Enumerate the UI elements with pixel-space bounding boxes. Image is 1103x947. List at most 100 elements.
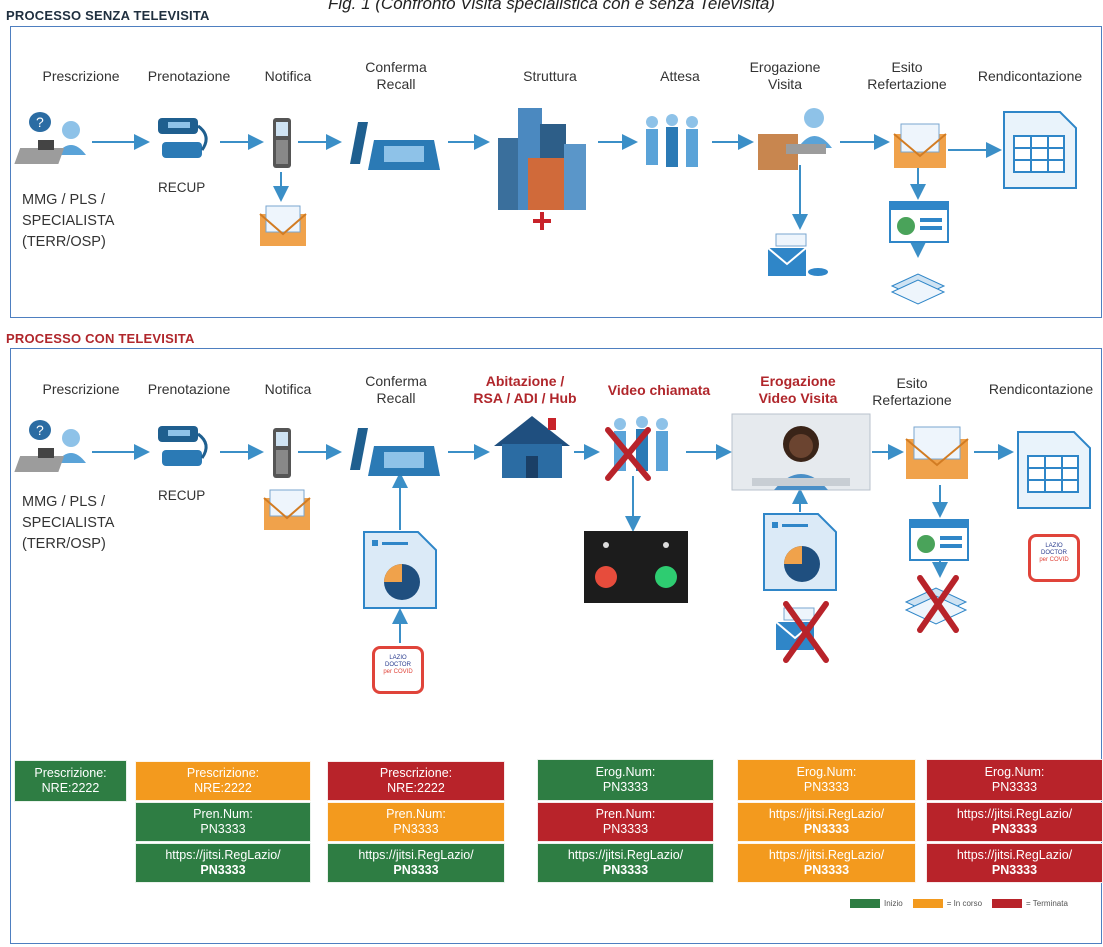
logo-line: DOCTOR — [385, 662, 411, 668]
section-title-with: PROCESSO CON TELEVISITA — [6, 331, 195, 346]
mmg-line: MMG / PLS / — [22, 494, 105, 510]
step-label: Erogazione Visita — [749, 59, 821, 92]
desk-phone-icon — [350, 122, 440, 170]
status-line: https://jitsi.RegLazio/ — [768, 807, 885, 821]
status-line: PN3333 — [200, 863, 246, 877]
svg-text:?: ? — [36, 422, 44, 438]
step-label: Conferma Recall — [365, 59, 427, 92]
logo-line: DOCTOR — [1041, 550, 1067, 556]
status-box: Erog.Num: PN3333 — [537, 759, 714, 801]
step-label: Attesa — [660, 68, 700, 84]
doctor-visit-icon — [758, 108, 832, 170]
status-line: PN3333 — [393, 822, 439, 836]
status-line: PN3333 — [803, 822, 850, 836]
status-line: PN3333 — [393, 863, 439, 877]
frame-without — [10, 26, 1102, 318]
status-line: Erog.Num: — [595, 765, 656, 779]
status-box: https://jitsi.RegLazio/ PN3333 — [327, 843, 505, 883]
status-line: https://jitsi.RegLazio/ — [358, 848, 474, 862]
status-line: https://jitsi.RegLazio/ — [956, 848, 1073, 862]
status-line: PN3333 — [200, 822, 246, 836]
step-label: Erogazione Video Visita — [758, 373, 838, 406]
envelope-icon — [905, 426, 969, 479]
buildings-icon — [498, 108, 586, 230]
recup-label: RECUP — [158, 488, 206, 503]
mmg-line: SPECIALISTA — [22, 213, 115, 229]
lazio-doctor-logo: LAZIO DOCTOR per COVID — [372, 646, 424, 694]
mail-form-icon — [767, 233, 828, 276]
legend-swatch — [992, 899, 1023, 908]
report-document-icon — [763, 513, 837, 591]
legend-label: = In corso — [946, 899, 983, 908]
status-line: Pren.Num: — [386, 807, 446, 821]
status-line: PN3333 — [803, 863, 850, 877]
video-call-screen-icon — [584, 531, 688, 603]
step-label: Prenotazione — [147, 381, 231, 397]
step-label: Video chiamata — [607, 382, 711, 398]
status-line: PN3333 — [991, 822, 1038, 836]
figure-caption: Fig. 1 (Confronto Visita specialistica c… — [328, 0, 775, 13]
video-call-cancelled-icon — [605, 416, 668, 481]
step-label: Struttura — [523, 68, 577, 84]
svg-text:?: ? — [36, 114, 44, 130]
step-label: Abitazione / RSA / ADI / Hub — [473, 373, 577, 406]
logo-line: LAZIO — [1045, 543, 1063, 549]
status-line: Prescrizione: — [379, 766, 453, 780]
status-line: NRE:2222 — [387, 781, 445, 795]
status-box: Pren.Num: PN3333 — [537, 802, 714, 842]
legend-swatch — [912, 899, 943, 908]
status-line: Pren.Num: — [595, 807, 656, 821]
mail-cancelled-icon — [775, 601, 829, 663]
status-box: https://jitsi.RegLazio/ PN3333 — [737, 843, 916, 883]
mobile-phone-icon — [273, 428, 291, 478]
logo-line: per COVID — [1039, 557, 1069, 563]
logo-line: LAZIO — [389, 655, 407, 661]
step-label: Prescrizione — [42, 381, 120, 397]
legend: Inizio = In corso = Terminata — [850, 899, 1068, 908]
step-label: Conferma Recall — [365, 373, 427, 406]
paper-stack-cancelled-icon — [904, 575, 968, 633]
status-line: NRE:2222 — [41, 781, 100, 795]
status-line: https://jitsi.RegLazio/ — [956, 807, 1073, 821]
status-line: https://jitsi.RegLazio/ — [165, 848, 281, 862]
status-line: https://jitsi.RegLazio/ — [567, 848, 684, 862]
mmg-line: SPECIALISTA — [22, 515, 115, 531]
step-label: Notifica — [264, 68, 312, 84]
status-box: https://jitsi.RegLazio/ PN3333 — [737, 802, 916, 842]
mmg-label: MMG / PLS / SPECIALISTA (TERR/OSP) — [22, 190, 114, 253]
status-box: Prescrizione: NRE:2222 — [14, 760, 127, 802]
status-line: Erog.Num: — [984, 765, 1045, 779]
report-document-icon — [363, 531, 437, 609]
status-box: Prescrizione: NRE:2222 — [135, 761, 311, 801]
mmg-line: (TERR/OSP) — [22, 234, 106, 250]
status-line: Erog.Num: — [796, 765, 857, 779]
doctor-desk-icon: ? — [14, 112, 86, 164]
envelope-icon — [259, 205, 307, 246]
envelope-icon — [263, 489, 311, 530]
spreadsheet-icon — [1017, 431, 1091, 509]
spreadsheet-icon — [1003, 111, 1077, 189]
mobile-phone-icon — [273, 118, 291, 168]
status-box: https://jitsi.RegLazio/ PN3333 — [926, 802, 1103, 842]
mmg-label: MMG / PLS / SPECIALISTA (TERR/OSP) — [22, 492, 114, 555]
envelope-icon — [893, 123, 947, 168]
recup-label: RECUP — [158, 180, 206, 195]
frame-with — [10, 348, 1102, 944]
step-label: Esito Refertazione — [872, 375, 952, 408]
step-label: Notifica — [264, 381, 312, 397]
lazio-doctor-logo: LAZIO DOCTOR per COVID — [1028, 534, 1080, 582]
mmg-line: (TERR/OSP) — [22, 536, 106, 552]
status-box: Erog.Num: PN3333 — [926, 759, 1103, 801]
legend-label: Inizio — [884, 899, 903, 908]
status-box: Erog.Num: PN3333 — [737, 759, 916, 801]
step-label: Rendicontazione — [977, 68, 1083, 84]
status-line: PN3333 — [991, 863, 1038, 877]
status-line: NRE:2222 — [194, 781, 252, 795]
phone-exchange-icon — [158, 118, 208, 158]
status-line: PN3333 — [602, 822, 649, 836]
status-box: https://jitsi.RegLazio/ PN3333 — [135, 843, 311, 883]
desk-phone-icon — [350, 428, 440, 476]
flow-diagram-without — [92, 134, 1002, 258]
house-icon — [494, 416, 570, 478]
